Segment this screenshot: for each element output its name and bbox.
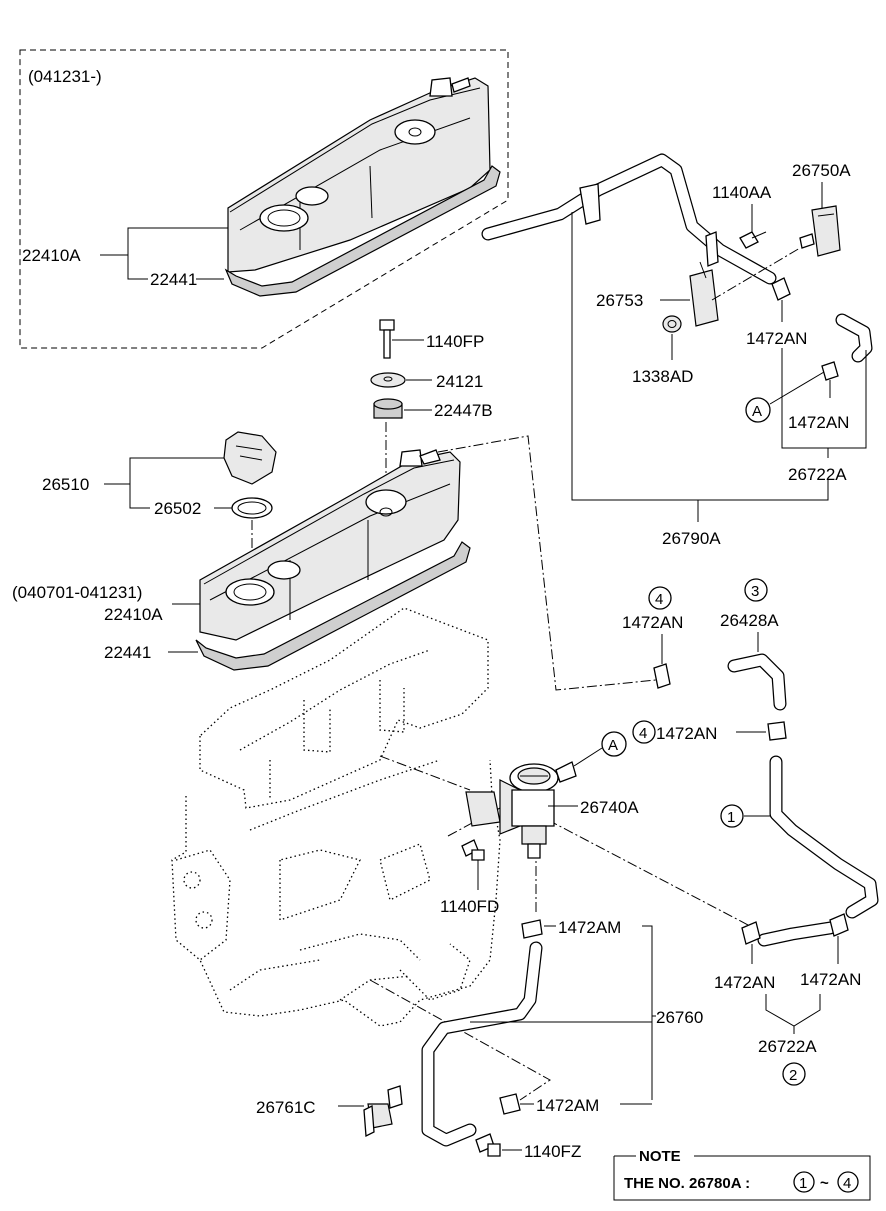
clip-1472an-3-label: 1472AN [622,613,683,632]
pipe-26790a-label: 26790A [662,529,721,548]
note-range-start: 1 [799,1175,807,1192]
hose-26722a-top [835,313,873,363]
seal-26502-label: 26502 [154,499,201,518]
hose-26760-label: 26760 [656,1008,703,1027]
bolt-1140aa-label: 1140AA [712,183,772,202]
clip-1472am-2-label: 1472AM [536,1096,599,1115]
bolt-1140fd-label: 1140FD [440,897,499,916]
grommet-22447b-label: 22447B [434,401,493,420]
note-range-end: 4 [843,1175,851,1192]
marker-4-top: 4 [648,586,672,610]
ref-a-top-text: A [752,403,762,420]
gasket-mid-code-label: 22441 [104,643,151,662]
bracket-26761c-label: 26761C [256,1098,316,1117]
date-range-mid-label: (040701-041231) [12,583,142,602]
clip-1472an-mid [767,721,787,741]
bracket-26750a [799,205,841,257]
marker-1-text: 1 [727,809,735,826]
clip-1472am-1-label: 1472AM [558,918,621,937]
hose-26722a-bot-label: 26722A [758,1037,817,1056]
ref-a-mid-text: A [608,737,618,754]
cover-top-code-label: 22410A [22,246,81,265]
ref-a-top-marker: A [745,397,771,423]
clip-1472an-6-label: 1472AN [800,970,861,989]
note-box: NOTE THE NO. 26780A : 1 ~ 4 [613,1148,871,1201]
hose-26722a-bottom [757,921,837,947]
marker-3: 3 [744,578,768,602]
bolt-1140fz [475,1133,501,1157]
clip-1472an-5-label: 1472AN [714,973,775,992]
clip-1472an-4-label: 1472AN [656,724,717,743]
hose-26428a-label: 26428A [720,611,779,630]
clip-1472an-hose-26428a [653,663,671,689]
gasket-top-code-label: 22441 [150,270,197,289]
hose-26760 [421,941,543,1147]
oil-cap-26510 [223,431,277,485]
clip-1472an-right [829,913,849,937]
clip-1472an-upper [771,277,791,301]
valve-26740a-label: 26740A [580,798,639,817]
marker-1: 1 [720,804,744,828]
marker-3-text: 3 [751,583,759,600]
clip-1472an-lower [821,361,839,381]
bolt-1140fp-label: 1140FP [426,332,484,351]
marker-4-mid-text: 4 [639,725,647,742]
bracket-26753 [689,247,801,327]
bracket-26761c [363,1085,403,1138]
ref-a-mid-marker: A [601,731,627,757]
rocker-cover-mid [199,449,461,641]
nut-1338ad-label: 1338AD [632,367,693,386]
marker-2: 2 [782,1062,806,1086]
clip-1472am-upper [521,919,543,939]
seal-26502 [231,497,273,519]
clip-1472an-left [741,921,761,945]
marker-2-text: 2 [789,1067,797,1084]
cover-mid-code-label: 22410A [104,605,163,624]
hose-marker-1 [769,755,879,919]
marker-4-top-text: 4 [655,591,663,608]
bolt-1140fz-label: 1140FZ [524,1142,581,1161]
gasket-mid [195,541,471,671]
clip-1472an-2-label: 1472AN [788,413,849,432]
marker-4-mid: 4 [632,720,656,744]
date-range-top-label: (041231-) [28,67,102,86]
gasket-top [224,165,501,297]
washer-24121 [370,372,406,388]
pcv-valve-26740a [465,761,577,859]
top-variant-box: (041231-) 22410A 22441 [19,49,509,349]
engine-block [171,607,501,1027]
note-text: THE NO. 26780A : [624,1175,750,1192]
bracket-26753-label: 26753 [596,291,643,310]
bolt-1140fp [379,319,395,359]
washer-24121-label: 24121 [436,372,483,391]
note-title: NOTE [639,1148,681,1165]
rocker-cover-top [227,77,491,273]
bolt-1140fd [461,839,485,861]
bolt-1140aa [739,231,767,249]
hose-26428a [727,653,787,711]
bracket-26750a-label: 26750A [792,161,851,180]
nut-1338ad [662,315,682,333]
clip-1472am-lower [499,1093,521,1115]
hose-26722a-top-label: 26722A [788,465,847,484]
grommet-22447b [373,398,403,419]
note-range-sep: ~ [820,1175,829,1192]
pcv-pipe-26790a [481,153,777,285]
clip-1472an-1-label: 1472AN [746,329,807,348]
cap-26510-label: 26510 [42,475,89,494]
